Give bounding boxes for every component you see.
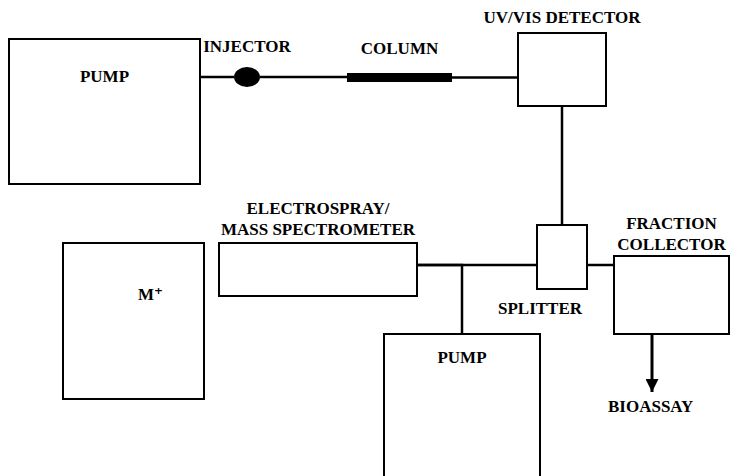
- node-label: BIOASSAY: [608, 396, 693, 417]
- flow-line: [201, 76, 234, 79]
- pump-box: PUMP: [8, 38, 201, 185]
- injector-valve: INJECTOR: [234, 67, 260, 87]
- node-label: PUMP: [10, 40, 199, 114]
- flow-line: [452, 76, 517, 79]
- node-label: UV/VIS DETECTOR: [484, 7, 641, 28]
- node-label: ELECTROSPRAY/ MASS SPECTROMETER: [221, 198, 415, 241]
- flow-line: [260, 76, 347, 79]
- node-label: PUMP: [385, 335, 539, 380]
- column-bar: COLUMN: [347, 73, 452, 82]
- flow-arrow: [651, 335, 654, 392]
- node-label: M⁺: [138, 284, 163, 305]
- node-label: SPLITTER: [498, 298, 582, 319]
- splitter-box: SPLITTER: [536, 224, 588, 290]
- mass-spectrometer-box: ELECTROSPRAY/ MASS SPECTROMETER: [218, 242, 418, 297]
- node-label: FRACTION COLLECTOR: [607, 213, 737, 256]
- flow-line: [588, 264, 613, 267]
- node-label: COLUMN: [361, 38, 438, 59]
- flow-line: [418, 265, 462, 333]
- fraction-collector-box: FRACTION COLLECTOR: [613, 255, 730, 335]
- detector-box: UV/VIS DETECTOR: [517, 32, 607, 107]
- flow-line: [561, 107, 564, 224]
- bioassay-label: BIOASSAY: [608, 396, 693, 417]
- node-label: INJECTOR: [203, 36, 291, 57]
- spectrum-display: M⁺: [62, 242, 205, 400]
- pump-box: PUMP: [383, 333, 541, 476]
